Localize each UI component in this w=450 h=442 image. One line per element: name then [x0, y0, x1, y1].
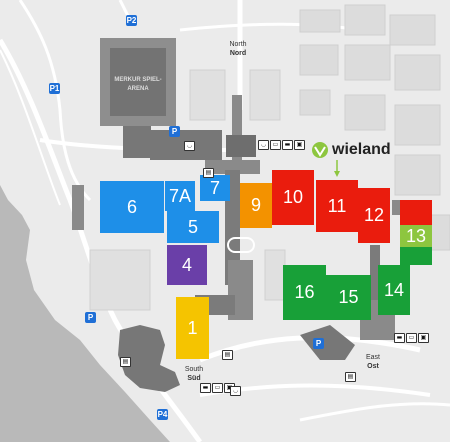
south-entrance-label: South Süd — [184, 366, 204, 382]
hall-12-annex — [400, 200, 432, 225]
east-facilities-icons: ▬ ▭ ▣ — [394, 333, 429, 343]
car-icon: ▬ — [282, 140, 293, 150]
east-entrance-label: East Ost — [365, 354, 380, 370]
river — [0, 185, 170, 442]
bus-icon: ▭ — [212, 383, 223, 393]
hall-9[interactable]: 9 — [240, 183, 272, 228]
car-icon: ▬ — [394, 333, 405, 343]
hall-10[interactable]: 10 — [272, 170, 314, 225]
hall-12[interactable]: 12 — [358, 188, 390, 243]
shop-icon: ▤ — [120, 357, 131, 367]
arena-label: MERKUR SPIEL-ARENA — [114, 77, 162, 92]
hall-7a[interactable]: 7A — [165, 181, 195, 211]
wc-icon: ◡ — [184, 141, 195, 151]
taxi-icon: ▣ — [418, 333, 429, 343]
hall-7[interactable]: 7 — [200, 175, 230, 201]
hall-13-lower — [400, 247, 432, 265]
bus-icon: ▭ — [270, 140, 281, 150]
wieland-logo-icon — [312, 142, 328, 158]
arrow-down-icon — [334, 160, 340, 177]
north-entrance-label: North Nord — [229, 41, 247, 57]
hall-13[interactable]: 13 — [400, 225, 432, 247]
wc-icon: ◡ — [258, 140, 269, 150]
parking-p1-icon[interactable]: P1 — [49, 83, 60, 94]
south-facilities-icons: ▬ ▭ ▣ — [200, 383, 235, 393]
hall-14[interactable]: 14 — [378, 265, 410, 315]
hall-1[interactable]: 1 — [176, 297, 209, 359]
wieland-text: wieland — [332, 141, 391, 158]
hall-5[interactable]: 5 — [167, 211, 219, 243]
north-facilities-icons: ◡ ▭ ▬ ▣ — [258, 140, 305, 150]
shop-icon: ▤ — [222, 350, 233, 360]
wc-icon: ◡ — [230, 386, 241, 396]
parking-p4-icon[interactable]: P4 — [157, 409, 168, 420]
parking-p2-icon[interactable]: P2 — [126, 15, 137, 26]
bus-icon: ▭ — [406, 333, 417, 343]
parking-p-icon[interactable]: P — [169, 126, 180, 137]
hall-16[interactable]: 16 — [283, 265, 326, 320]
hall-6[interactable]: 6 — [100, 181, 164, 233]
hall-15[interactable]: 15 — [326, 275, 371, 320]
hall-11[interactable]: 11 — [316, 180, 358, 232]
car-icon: ▬ — [200, 383, 211, 393]
parking-p-icon[interactable]: P — [313, 338, 324, 349]
shop-icon: ▤ — [345, 372, 356, 382]
parking-p-icon[interactable]: P — [85, 312, 96, 323]
hall-4[interactable]: 4 — [167, 245, 207, 285]
shop-icon: ▤ — [203, 168, 214, 178]
taxi-icon: ▣ — [294, 140, 305, 150]
wieland-brand: wieland — [311, 141, 391, 159]
